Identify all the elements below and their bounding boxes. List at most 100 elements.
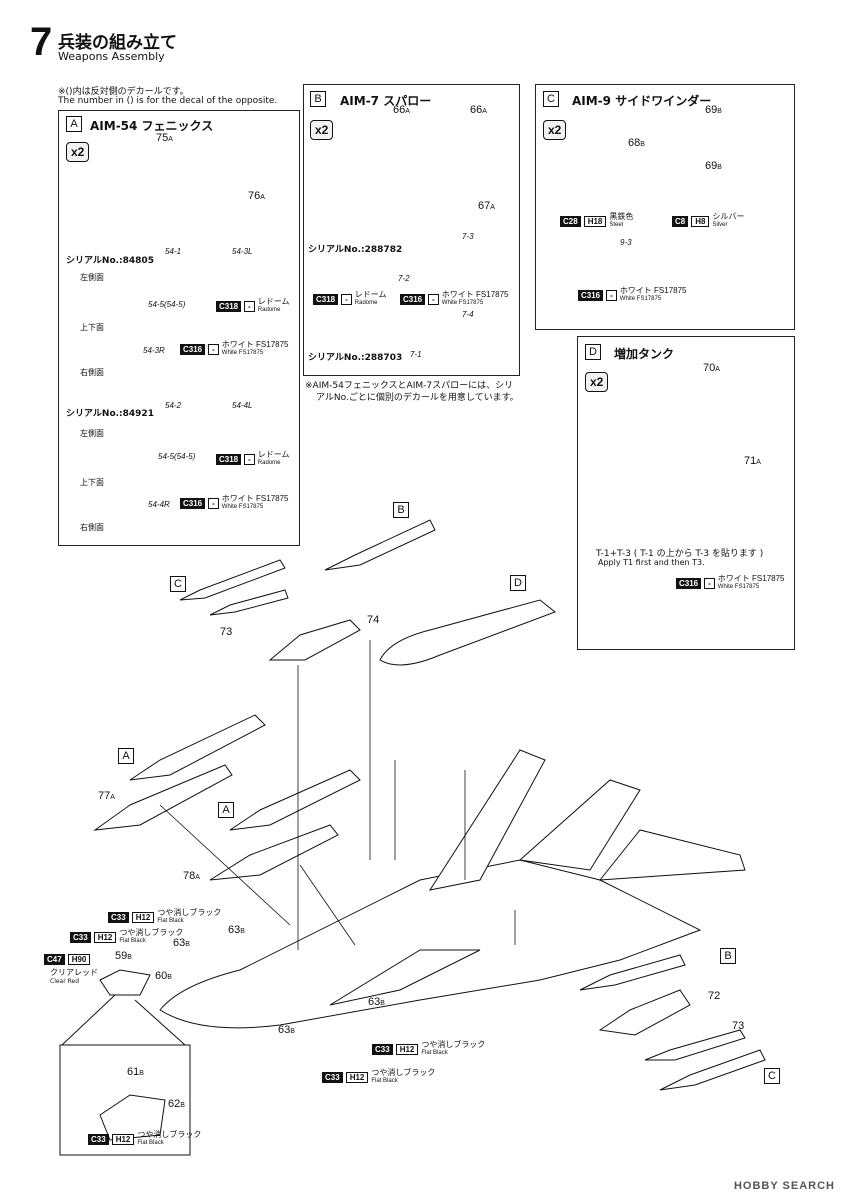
callout-9-3: 9-3 <box>620 238 632 247</box>
part-70a: 70A <box>703 362 720 374</box>
callout-54-1: 54-1 <box>165 247 182 256</box>
serial-note-line2: アルNo.ごとに個別のデカールを用意しています。 <box>316 393 519 403</box>
part-63b-3: 63B <box>368 996 385 1008</box>
part-77a: 77A <box>98 790 115 802</box>
part-68b: 68B <box>628 137 645 149</box>
serial-84805: シリアルNo.:84805 <box>66 256 154 266</box>
label-right-side-2: 右側面 <box>80 523 104 532</box>
step-title-en: Weapons Assembly <box>58 50 165 63</box>
main-weapons-drawing <box>93 519 766 1141</box>
part-76a: 76A <box>248 190 265 202</box>
panel-a-title: AIM-54 フェニックス <box>90 119 214 133</box>
guide-lines <box>159 640 516 950</box>
part-78a: 78A <box>183 870 200 882</box>
part-71a: 71A <box>744 455 761 467</box>
panel-b-tag: B <box>310 91 326 107</box>
callout-54-4l: 54-4L <box>232 401 253 410</box>
panel-c-tag: C <box>543 91 559 107</box>
callout-54-5-b: 54-5(54-5) <box>158 452 196 461</box>
part-72: 72 <box>708 990 721 1002</box>
panel-d-qty: x2 <box>585 372 609 392</box>
part-66a-left: 66A <box>393 104 410 116</box>
panel-b-title: AIM-7 スパロー <box>340 94 432 108</box>
panel-c-title: AIM-9 サイドワインダー <box>572 94 712 108</box>
panel-b-qty: x2 <box>310 120 334 140</box>
callout-d-top: D <box>510 575 526 591</box>
serial-note-line1: ※AIM-54フェニックスとAIM-7スパローには、シリ <box>305 381 514 391</box>
callout-a-2: A <box>218 802 234 818</box>
panel-c-qty: x2 <box>543 120 567 140</box>
part-69b-bottom: 69B <box>705 160 722 172</box>
f14-aircraft-drawing <box>159 749 746 1029</box>
step-title-ja: 兵装の組み立て <box>58 33 177 53</box>
panel-a-tag: A <box>66 116 82 132</box>
part-66a-right: 66A <box>470 104 487 116</box>
part-73-top: 73 <box>220 626 233 638</box>
part-73-right: 73 <box>732 1020 745 1032</box>
part-74: 74 <box>367 614 380 626</box>
callout-7-2: 7-2 <box>398 274 410 283</box>
callout-7-4: 7-4 <box>462 310 474 319</box>
callout-b-top: B <box>393 502 409 518</box>
label-left-side-1: 左側面 <box>80 273 104 282</box>
panel-aim54 <box>58 110 300 546</box>
label-right-side-1: 右側面 <box>80 368 104 377</box>
serial-288703: シリアルNo.:288703 <box>308 353 403 363</box>
callout-54-5-a: 54-5(54-5) <box>148 300 186 309</box>
callout-7-3: 7-3 <box>462 232 474 241</box>
note-ja: ※()内は反対側のデカールです。 <box>58 87 189 97</box>
watermark: HOBBY SEARCH <box>733 1180 835 1192</box>
inset-frame <box>59 1044 191 1156</box>
serial-84921: シリアルNo.:84921 <box>66 409 154 419</box>
callout-c-top: C <box>170 576 186 592</box>
panel-d-title: 増加タンク <box>614 347 675 361</box>
part-60b: 60B <box>155 970 172 982</box>
part-69b-top: 69B <box>705 104 722 116</box>
panel-d-tag: D <box>585 344 601 360</box>
label-top-bottom-1: 上下面 <box>80 323 104 332</box>
part-67a: 67A <box>478 200 495 212</box>
label-top-bottom-2: 上下面 <box>80 478 104 487</box>
part-63b-4: 63B <box>278 1024 295 1036</box>
part-63b-1: 63B <box>228 924 245 936</box>
part-75a: 75A <box>156 132 173 144</box>
panel-aim9 <box>535 84 795 330</box>
tank-decal-instruction-ja: T-1+T-3 ( T-1 の上から T-3 を貼ります ) <box>596 549 764 559</box>
callout-54-2: 54-2 <box>165 401 182 410</box>
part-63b-2: 63B <box>173 937 190 949</box>
step-number: 7 <box>30 20 53 64</box>
callout-c-right: C <box>764 1068 780 1084</box>
panel-a-qty: x2 <box>66 142 90 162</box>
part-61b: 61B <box>127 1066 144 1078</box>
label-left-side-2: 左側面 <box>80 429 104 438</box>
serial-288782: シリアルNo.:288782 <box>308 245 403 255</box>
part-62b: 62B <box>168 1098 185 1110</box>
callout-b-right: B <box>720 948 736 964</box>
callout-54-3l: 54-3L <box>232 247 253 256</box>
callout-a-1: A <box>118 748 134 764</box>
callout-7-1: 7-1 <box>410 350 422 359</box>
part-59b: 59B <box>115 950 132 962</box>
note-en: The number in () is for the decal of the… <box>58 96 278 106</box>
panel-drop-tank <box>577 336 795 650</box>
callout-54-4r: 54-4R <box>148 500 170 509</box>
panel-aim7 <box>303 84 520 376</box>
callout-54-3r: 54-3R <box>143 346 165 355</box>
